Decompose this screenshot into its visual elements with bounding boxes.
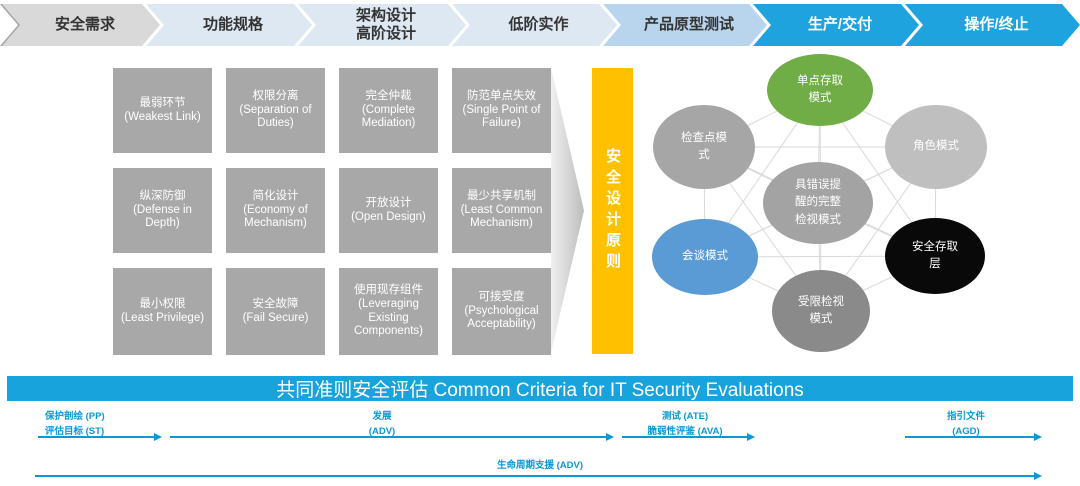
common-criteria-title-bar: 共同准则安全评估 Common Criteria for IT Security… [7, 376, 1073, 401]
phase-arrow-ate-ava [622, 433, 755, 441]
pattern-circle-session: 会谈模式 [652, 219, 758, 295]
security-patterns-cluster: 单点存取 模式 检查点模 式 角色模式 具错误提 醒的完整 检视模式 会谈模式 … [645, 52, 995, 362]
pattern-circle-roles: 角色模式 [885, 105, 987, 189]
process-step-security-requirements: 安全需求 [2, 4, 160, 46]
principle-box-psychological-acceptability: 可接受度 (Psychological Acceptability) [452, 268, 551, 355]
process-step-functional-spec: 功能规格 [146, 4, 312, 46]
process-step-operation-termination: 操作/终止 [905, 4, 1080, 46]
design-principles-banner-label: 安全设计原则 [604, 148, 621, 274]
phase-label-ate-ava: 测试 (ATE) 脆弱性评鉴 (AVA) [647, 411, 723, 438]
principle-box-complete-mediation: 完全仲裁 (Complete Mediation) [339, 68, 438, 153]
principle-box-separation-of-duties: 权限分离 (Separation of Duties) [226, 68, 325, 153]
phase-label-pp-st: 保护剖绘 (PP) 评估目标 (ST) [45, 411, 105, 438]
pattern-circle-checkpoint: 检查点模 式 [653, 105, 755, 189]
lifecycle-support-label: 生命周期支援 (ADV) [496, 460, 584, 471]
principle-box-single-point-of-failure: 防范单点失效 (Single Point of Failure) [452, 68, 551, 153]
principle-box-weakest-link: 最弱环节 (Weakest Link) [113, 68, 212, 153]
process-step-prototype-test: 产品原型测试 [603, 4, 767, 46]
process-step-production-delivery: 生产/交付 [753, 4, 919, 46]
phase-arrow-agd [905, 433, 1042, 441]
phase-label-agd: 指引文件 (AGD) [946, 411, 986, 438]
pattern-circle-secure-access-layer: 安全存取 层 [885, 218, 985, 294]
design-principles-banner: 安全设计原则 [592, 68, 633, 354]
principle-box-economy-of-mechanism: 简化设计 (Economy of Mechanism) [226, 168, 325, 253]
pattern-circle-full-view-with-errors: 具错误提 醒的完整 检视模式 [763, 162, 873, 244]
phase-arrow-pp-st [38, 433, 162, 441]
right-arrow-icon [551, 68, 584, 353]
phase-label-adv: 发展 (ADV) [368, 411, 396, 438]
principle-box-open-design: 开放设计 (Open Design) [339, 168, 438, 253]
principle-box-fail-secure: 安全故障 (Fail Secure) [226, 268, 325, 355]
common-criteria-title: 共同准则安全评估 Common Criteria for IT Security… [276, 380, 804, 401]
pattern-circle-single-access-point: 单点存取 模式 [767, 54, 873, 126]
pattern-circle-limited-view: 受限检视 模式 [772, 270, 870, 352]
principle-box-least-privilege: 最小权限 (Least Privilege) [113, 268, 212, 355]
principle-box-leveraging-existing-components: 使用现存组件 (Leveraging Existing Components) [339, 268, 438, 355]
phase-arrow-adv [170, 433, 614, 441]
principle-box-defense-in-depth: 纵深防御 (Defense in Depth) [113, 168, 212, 253]
process-step-architecture-design: 架构设计 高阶设计 [298, 4, 466, 46]
principle-box-least-common-mechanism: 最少共享机制 (Least Common Mechanism) [452, 168, 551, 253]
lifecycle-support-arrow [35, 472, 1042, 480]
process-step-low-level-impl: 低阶实作 [452, 4, 617, 46]
